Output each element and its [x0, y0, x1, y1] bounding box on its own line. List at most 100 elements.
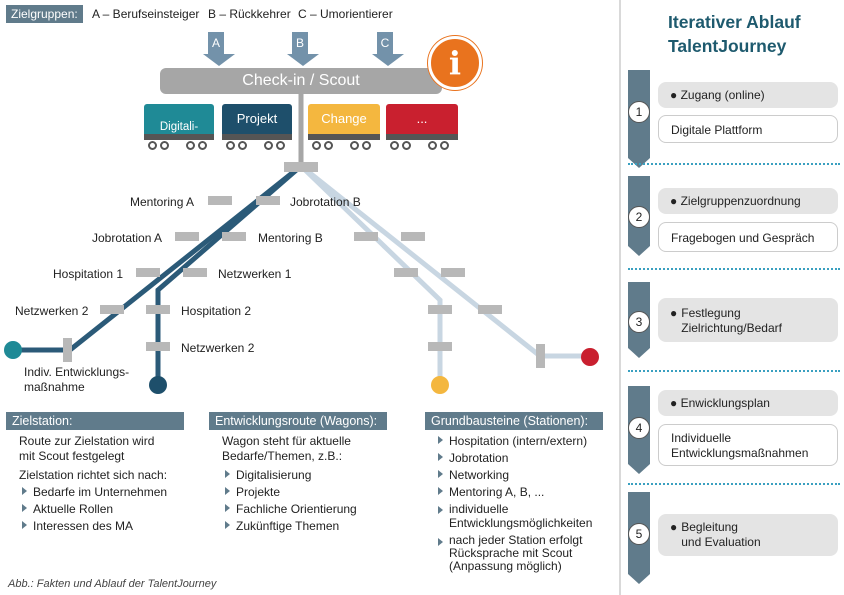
gb-bullet-3: Networking [449, 468, 510, 482]
wagon-base [222, 134, 292, 140]
wagon-wheel [324, 141, 333, 150]
list-item: Bedarfe im Unternehmen [22, 485, 167, 502]
gb-bullet-2: Jobrotation [449, 451, 509, 465]
station-jobrotation-a [175, 232, 199, 241]
step-4-title: Enwicklungsplan [680, 396, 770, 410]
station-light [478, 305, 502, 314]
station-netzwerken-1 [183, 268, 207, 277]
gb-bullet-1: Hospitation (intern/extern) [449, 434, 588, 448]
zielstation-text-1: Route zur Zielstation wird mit Scout fes… [19, 434, 155, 463]
zielgruppe-c: C – Umorientierer [298, 7, 393, 21]
step-number-2: 2 [628, 206, 650, 228]
zielgruppe-b: B – Rückkehrer [208, 7, 291, 21]
route-bullet-2: Projekte [236, 485, 281, 499]
sidebar-title: Iterativer Ablauf TalentJourney [668, 12, 801, 56]
wagon-wheel [264, 141, 273, 150]
wagon-change-label: Change [321, 111, 367, 126]
label-mentoring-b: Mentoring B [258, 231, 323, 245]
wagon-projekt: Projekt [222, 104, 292, 138]
wagon-more-label: ... [416, 111, 428, 126]
arrow-b-label: B [292, 32, 308, 54]
label-netzwerken-1: Netzwerken 1 [218, 267, 292, 281]
arrow-c-label: C [377, 32, 393, 54]
step-5-title: Begleitung und Evaluation [681, 520, 761, 549]
station-netzwerken-2-left [100, 305, 124, 314]
arrow-a: A [203, 32, 235, 66]
step-number-5: 5 [628, 523, 650, 545]
label-mentoring-a: Mentoring A [130, 195, 195, 209]
step-3-title: Festlegung Zielrichtung/Bedarf [681, 306, 782, 335]
label-hospitation-2: Hospitation 2 [181, 304, 252, 318]
endpoint-darkblue [149, 376, 167, 394]
step-number-3: 3 [628, 311, 650, 333]
station-light [428, 342, 452, 351]
step-2-title: Zielgruppenzuordnung [680, 194, 801, 208]
list-item: Mentoring A, B, ... [438, 485, 608, 502]
wagon-wheel [350, 141, 359, 150]
separator [628, 370, 840, 372]
track-diagram [4, 94, 599, 394]
zielgruppe-a: A – Berufseinsteiger [92, 7, 200, 21]
list-item: Fachliche Orientierung [225, 502, 357, 519]
station-mentoring-a [208, 196, 232, 205]
list-item: Hospitation (intern/extern) [438, 434, 608, 451]
station-light [401, 232, 425, 241]
step-4-box: Individuelle Entwicklungsmaßnahmen [658, 424, 838, 466]
station-light [428, 305, 452, 314]
list-item: Aktuelle Rollen [22, 502, 167, 519]
wagon-base [144, 134, 214, 140]
label-indiv: Indiv. Entwicklungs- maßnahme [24, 365, 130, 394]
wagon-wheel [226, 141, 235, 150]
arrow-c: C [372, 32, 404, 66]
wagon-wheel [362, 141, 371, 150]
divider [619, 0, 621, 595]
wagon-wheel [390, 141, 399, 150]
info-icon: i [428, 36, 482, 90]
wagon-change: Change [308, 104, 380, 138]
station-light [536, 344, 545, 368]
wagon-base [308, 134, 380, 140]
step-4-pill: ● Enwicklungsplan [658, 390, 838, 416]
station-light [394, 268, 418, 277]
figure-caption: Abb.: Fakten und Ablauf der TalentJourne… [8, 578, 217, 590]
wagon-wheel [198, 141, 207, 150]
route-title: Entwicklungsroute (Wagons): [209, 412, 387, 430]
step-2-pill: ● Zielgruppenzuordnung [658, 188, 838, 214]
wagon-wheel [312, 141, 321, 150]
station-jobrotation-b [256, 196, 280, 205]
station-light [441, 268, 465, 277]
label-netzwerken-2-left: Netzwerken 2 [15, 304, 89, 318]
station-netzwerken-2-mid [146, 342, 170, 351]
step-2-box: Fragebogen und Gespräch [658, 222, 838, 252]
wagon-projekt-label: Projekt [236, 111, 278, 126]
list-item: Interessen des MA [22, 519, 167, 536]
route-line-b [155, 164, 303, 384]
label-hospitation-1: Hospitation 1 [53, 267, 124, 281]
label-jobrotation-b: Jobrotation B [290, 195, 361, 209]
wagon-wheel [186, 141, 195, 150]
separator [628, 163, 840, 165]
list-item: Projekte [225, 485, 357, 502]
wagon-wheel [440, 141, 449, 150]
arrow-a-label: A [208, 32, 224, 54]
route-text: Wagon steht für aktuelle Bedarfe/Themen,… [222, 434, 351, 463]
route-bullet-1: Digitalisierung [236, 468, 312, 482]
wagon-wheel [148, 141, 157, 150]
list-item: nach jeder Station erfolgt Rücksprache m… [438, 534, 608, 580]
list-item: Digitalisierung [225, 468, 357, 485]
station-light [354, 232, 378, 241]
zielstation-bullet-1: Bedarfe im Unternehmen [33, 485, 168, 499]
list-item: Networking [438, 468, 608, 485]
arrow-b: B [287, 32, 319, 66]
list-item: Zukünftige Themen [225, 519, 357, 536]
gb-bullet-6: nach jeder Station erfolgt Rücksprache m… [449, 533, 583, 573]
separator [628, 483, 840, 485]
route-bullet-3: Fachliche Orientierung [236, 502, 357, 516]
zielstation-bullet-2: Aktuelle Rollen [33, 502, 114, 516]
route-list: Digitalisierung Projekte Fachliche Orien… [225, 468, 357, 536]
zielstation-text-2: Zielstation richtet sich nach: [19, 468, 168, 482]
wagon-wheel [402, 141, 411, 150]
endpoint-teal [4, 341, 22, 359]
wagon-wheel [428, 141, 437, 150]
checkin-scout-bar: Check-in / Scout [160, 68, 442, 94]
